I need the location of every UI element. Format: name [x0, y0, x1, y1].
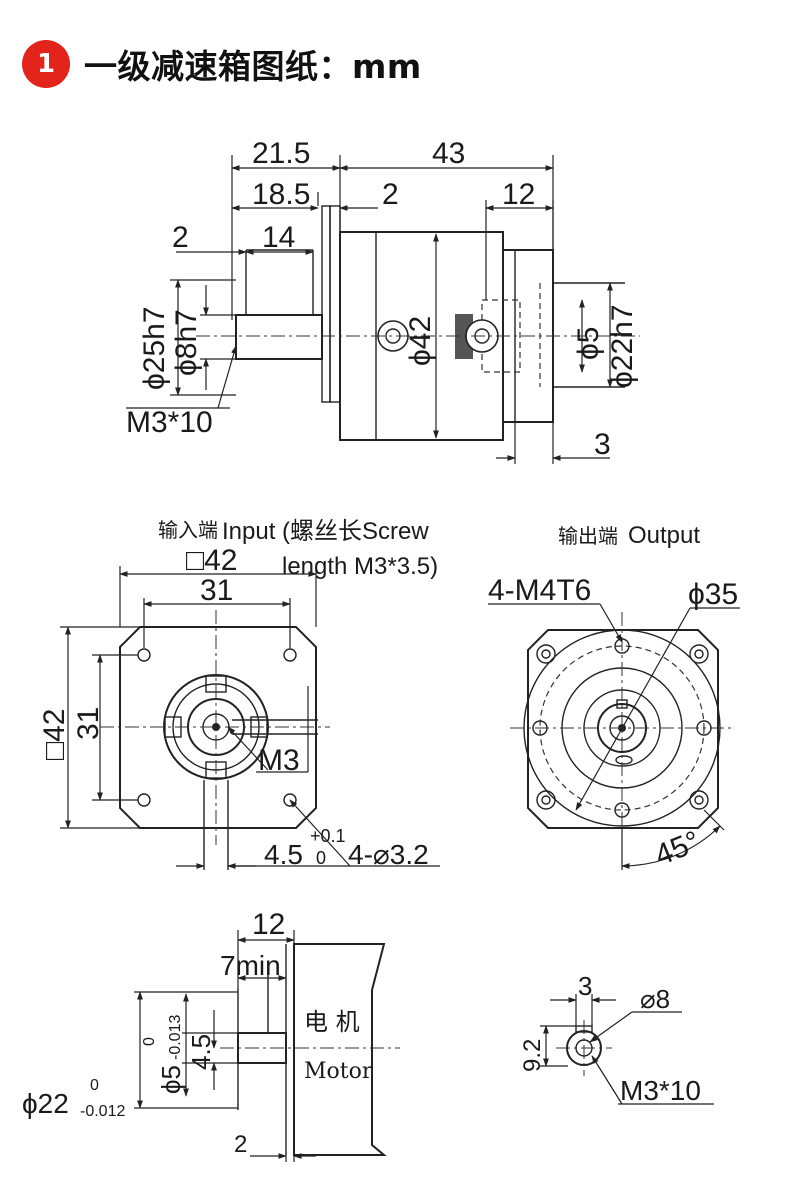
dim-18-5: 18.5 — [252, 178, 310, 211]
dim-phi5-motor: ϕ5 — [156, 1065, 186, 1094]
output-caption-en: Output — [628, 522, 700, 549]
dim-m3x10: M3*10 — [126, 406, 213, 439]
dim-phi42: ϕ42 — [404, 316, 437, 366]
motor-body — [293, 943, 387, 1156]
input-caption-en: Input — [222, 518, 276, 545]
dim-phi5: ϕ5 — [572, 327, 605, 361]
dim-phi5-tol-lower: -0.013 — [167, 1015, 184, 1060]
dim-sq42-left: □42 — [38, 709, 71, 761]
dim-45-degrees: 45° — [650, 825, 704, 873]
section-header: 1 一级减速箱图纸：mm — [22, 38, 422, 90]
input-caption-screw-2: length M3*3.5) — [282, 553, 438, 580]
dim-2-left: 2 — [172, 221, 189, 254]
dim-phi8h7: ϕ8h7 — [170, 309, 203, 376]
input-flange — [119, 626, 317, 829]
side-view: 21.5 43 18.5 2 12 2 14 ϕ25h7 ϕ8h7 ϕ42 ϕ5 — [126, 137, 640, 464]
dim-4-5: 4.5 — [264, 839, 303, 870]
dim-4-m4t6: 4-M4T6 — [488, 574, 591, 607]
dim-phi22h7: ϕ22h7 — [606, 304, 639, 388]
dim-14: 14 — [262, 221, 295, 254]
dim-phi22-tol-upper: 0 — [90, 1077, 99, 1094]
dim-4-phi3-2: 4-⌀3.2 — [348, 839, 429, 870]
motor-label-en: Motor — [304, 1059, 373, 1084]
dim-tol-plus: +0.1 — [310, 826, 346, 846]
dim-tol-zero: 0 — [316, 848, 326, 868]
dim-phi25h7: ϕ25h7 — [138, 306, 171, 390]
dim-2-motor: 2 — [234, 1131, 247, 1158]
motor-label-cn: 电 机 — [304, 1008, 360, 1036]
dim-phi35: ϕ35 — [688, 578, 738, 611]
input-caption-screw-1: (螺丝长Screw — [282, 518, 429, 545]
dim-phi22-tol-lower: -0.012 — [80, 1103, 125, 1120]
dim-4-5-motor: 4.5 — [186, 1034, 216, 1070]
section-title: 一级减速箱图纸：mm — [84, 47, 422, 86]
output-view: 输出端 Output 4-M4T6 ϕ35 — [488, 522, 740, 872]
dim-43: 43 — [432, 137, 465, 170]
shaft-end-view: 3 ⌀8 9.2 M3*10 — [519, 971, 714, 1106]
input-caption-cn: 输入端 — [158, 518, 218, 542]
input-view: 输入端 Input (螺丝长Screw length M3*3.5) — [38, 518, 440, 870]
dim-sq42-top: □42 — [186, 544, 238, 577]
dim-m3: M3 — [258, 744, 300, 777]
dim-phi22-motor: ϕ22 — [22, 1088, 69, 1119]
dim-31-top: 31 — [200, 574, 233, 607]
dim-phi5-tol-upper: 0 — [141, 1037, 158, 1046]
dim-m3x10-shaft: M3*10 — [620, 1075, 701, 1106]
dim-7min: 7min — [220, 950, 281, 981]
dim-3: 3 — [594, 428, 611, 461]
dim-3-shaft: 3 — [578, 971, 592, 1001]
dim-12-top: 12 — [502, 178, 535, 211]
dim-9-2: 9.2 — [519, 1039, 546, 1072]
dim-2-top: 2 — [382, 178, 399, 211]
dim-21-5: 21.5 — [252, 137, 310, 170]
output-caption-cn: 输出端 — [558, 524, 618, 548]
section-number-badge: 1 — [22, 40, 70, 88]
motor-view: 电 机 Motor 12 7min ϕ5 0 -0.013 4.5 ϕ22 0 … — [22, 908, 400, 1162]
dim-31-left: 31 — [72, 707, 105, 740]
dim-12: 12 — [252, 908, 285, 941]
dim-phi8-shaft: ⌀8 — [640, 984, 670, 1014]
